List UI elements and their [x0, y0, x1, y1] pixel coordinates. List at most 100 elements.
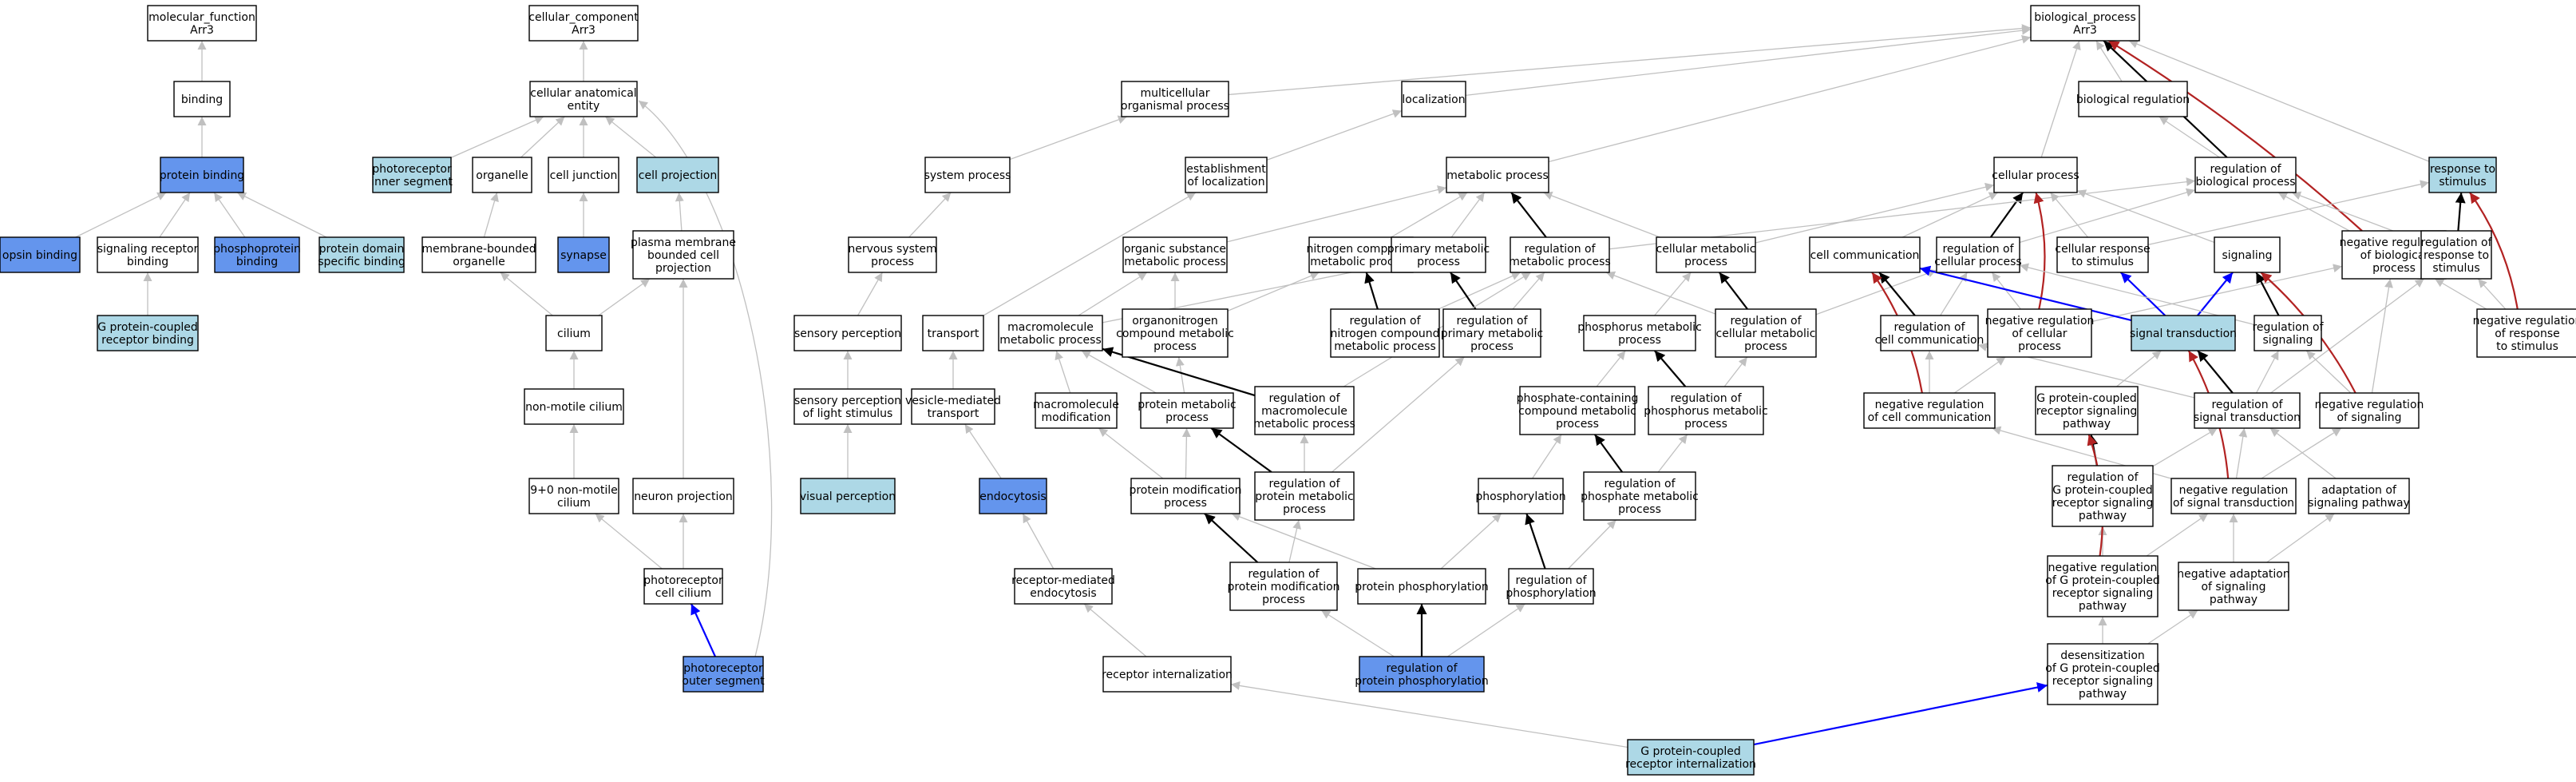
term-node-visual-perc[interactable]: visual perception	[800, 478, 896, 514]
term-node-biol-reg[interactable]: biological regulation	[2076, 81, 2190, 117]
term-label-line: cellular process	[1992, 169, 2079, 182]
term-node-nmc[interactable]: non-motile cilium	[524, 388, 624, 425]
term-node-metabolic[interactable]: metabolic process	[1446, 157, 1549, 193]
term-node-cilium[interactable]: cilium	[545, 315, 603, 351]
term-label-line: protein metabolic	[1255, 490, 1353, 503]
edge-sig_trans-to-crs	[2119, 272, 2166, 316]
term-node-prot-phos[interactable]: protein phosphorylation	[1355, 568, 1489, 605]
term-node-sens-perc[interactable]: sensory perception	[793, 315, 902, 351]
term-node-cell-projection[interactable]: cell projection	[636, 157, 719, 193]
edge-reg_mp-to-metabolic	[1510, 192, 1547, 238]
term-node-system-process[interactable]: system process	[924, 157, 1011, 193]
term-node-synapse[interactable]: synapse	[557, 236, 610, 273]
term-label-line: process	[1283, 503, 1326, 516]
edge-biol_reg-to-bp	[2095, 40, 2123, 82]
term-box	[529, 81, 638, 117]
term-node-rec-int[interactable]: receptor internalization	[1102, 656, 1233, 693]
term-node-neuron-proj[interactable]: neuron projection	[632, 478, 734, 514]
term-node-organelle[interactable]: organelle	[472, 157, 532, 193]
term-node-localization[interactable]: localization	[1401, 81, 1466, 117]
term-box	[2476, 308, 2576, 358]
term-node-binding[interactable]: binding	[173, 81, 231, 117]
term-node-cell-comm[interactable]: cell communication	[1809, 236, 1921, 273]
term-node-opsin-binding[interactable]: opsin binding	[0, 236, 81, 273]
term-node-transport[interactable]: transport	[922, 315, 984, 351]
term-label-line: process	[871, 256, 914, 268]
term-node-protein-binding[interactable]: protein binding	[160, 157, 244, 193]
term-label-line: nitrogen compound	[1306, 243, 1415, 256]
term-label-line: phosphorus metabolic	[1577, 321, 1702, 334]
term-node-signaling[interactable]: signaling	[2214, 236, 2281, 273]
term-node-phosphorylation[interactable]: phosphorylation	[1475, 478, 1566, 514]
edge-rme-to-endocytosis	[1022, 513, 1055, 570]
term-node-endocytosis[interactable]: endocytosis	[979, 478, 1047, 514]
term-node-sig-trans[interactable]: signal transduction	[2130, 315, 2237, 351]
term-label-line: synapse	[560, 249, 607, 262]
term-node-cell-junction[interactable]: cell junction	[548, 157, 619, 193]
term-node-cellular-process[interactable]: cellular process	[1992, 157, 2079, 193]
edge-rpmp-to-pmp	[1450, 272, 1477, 310]
